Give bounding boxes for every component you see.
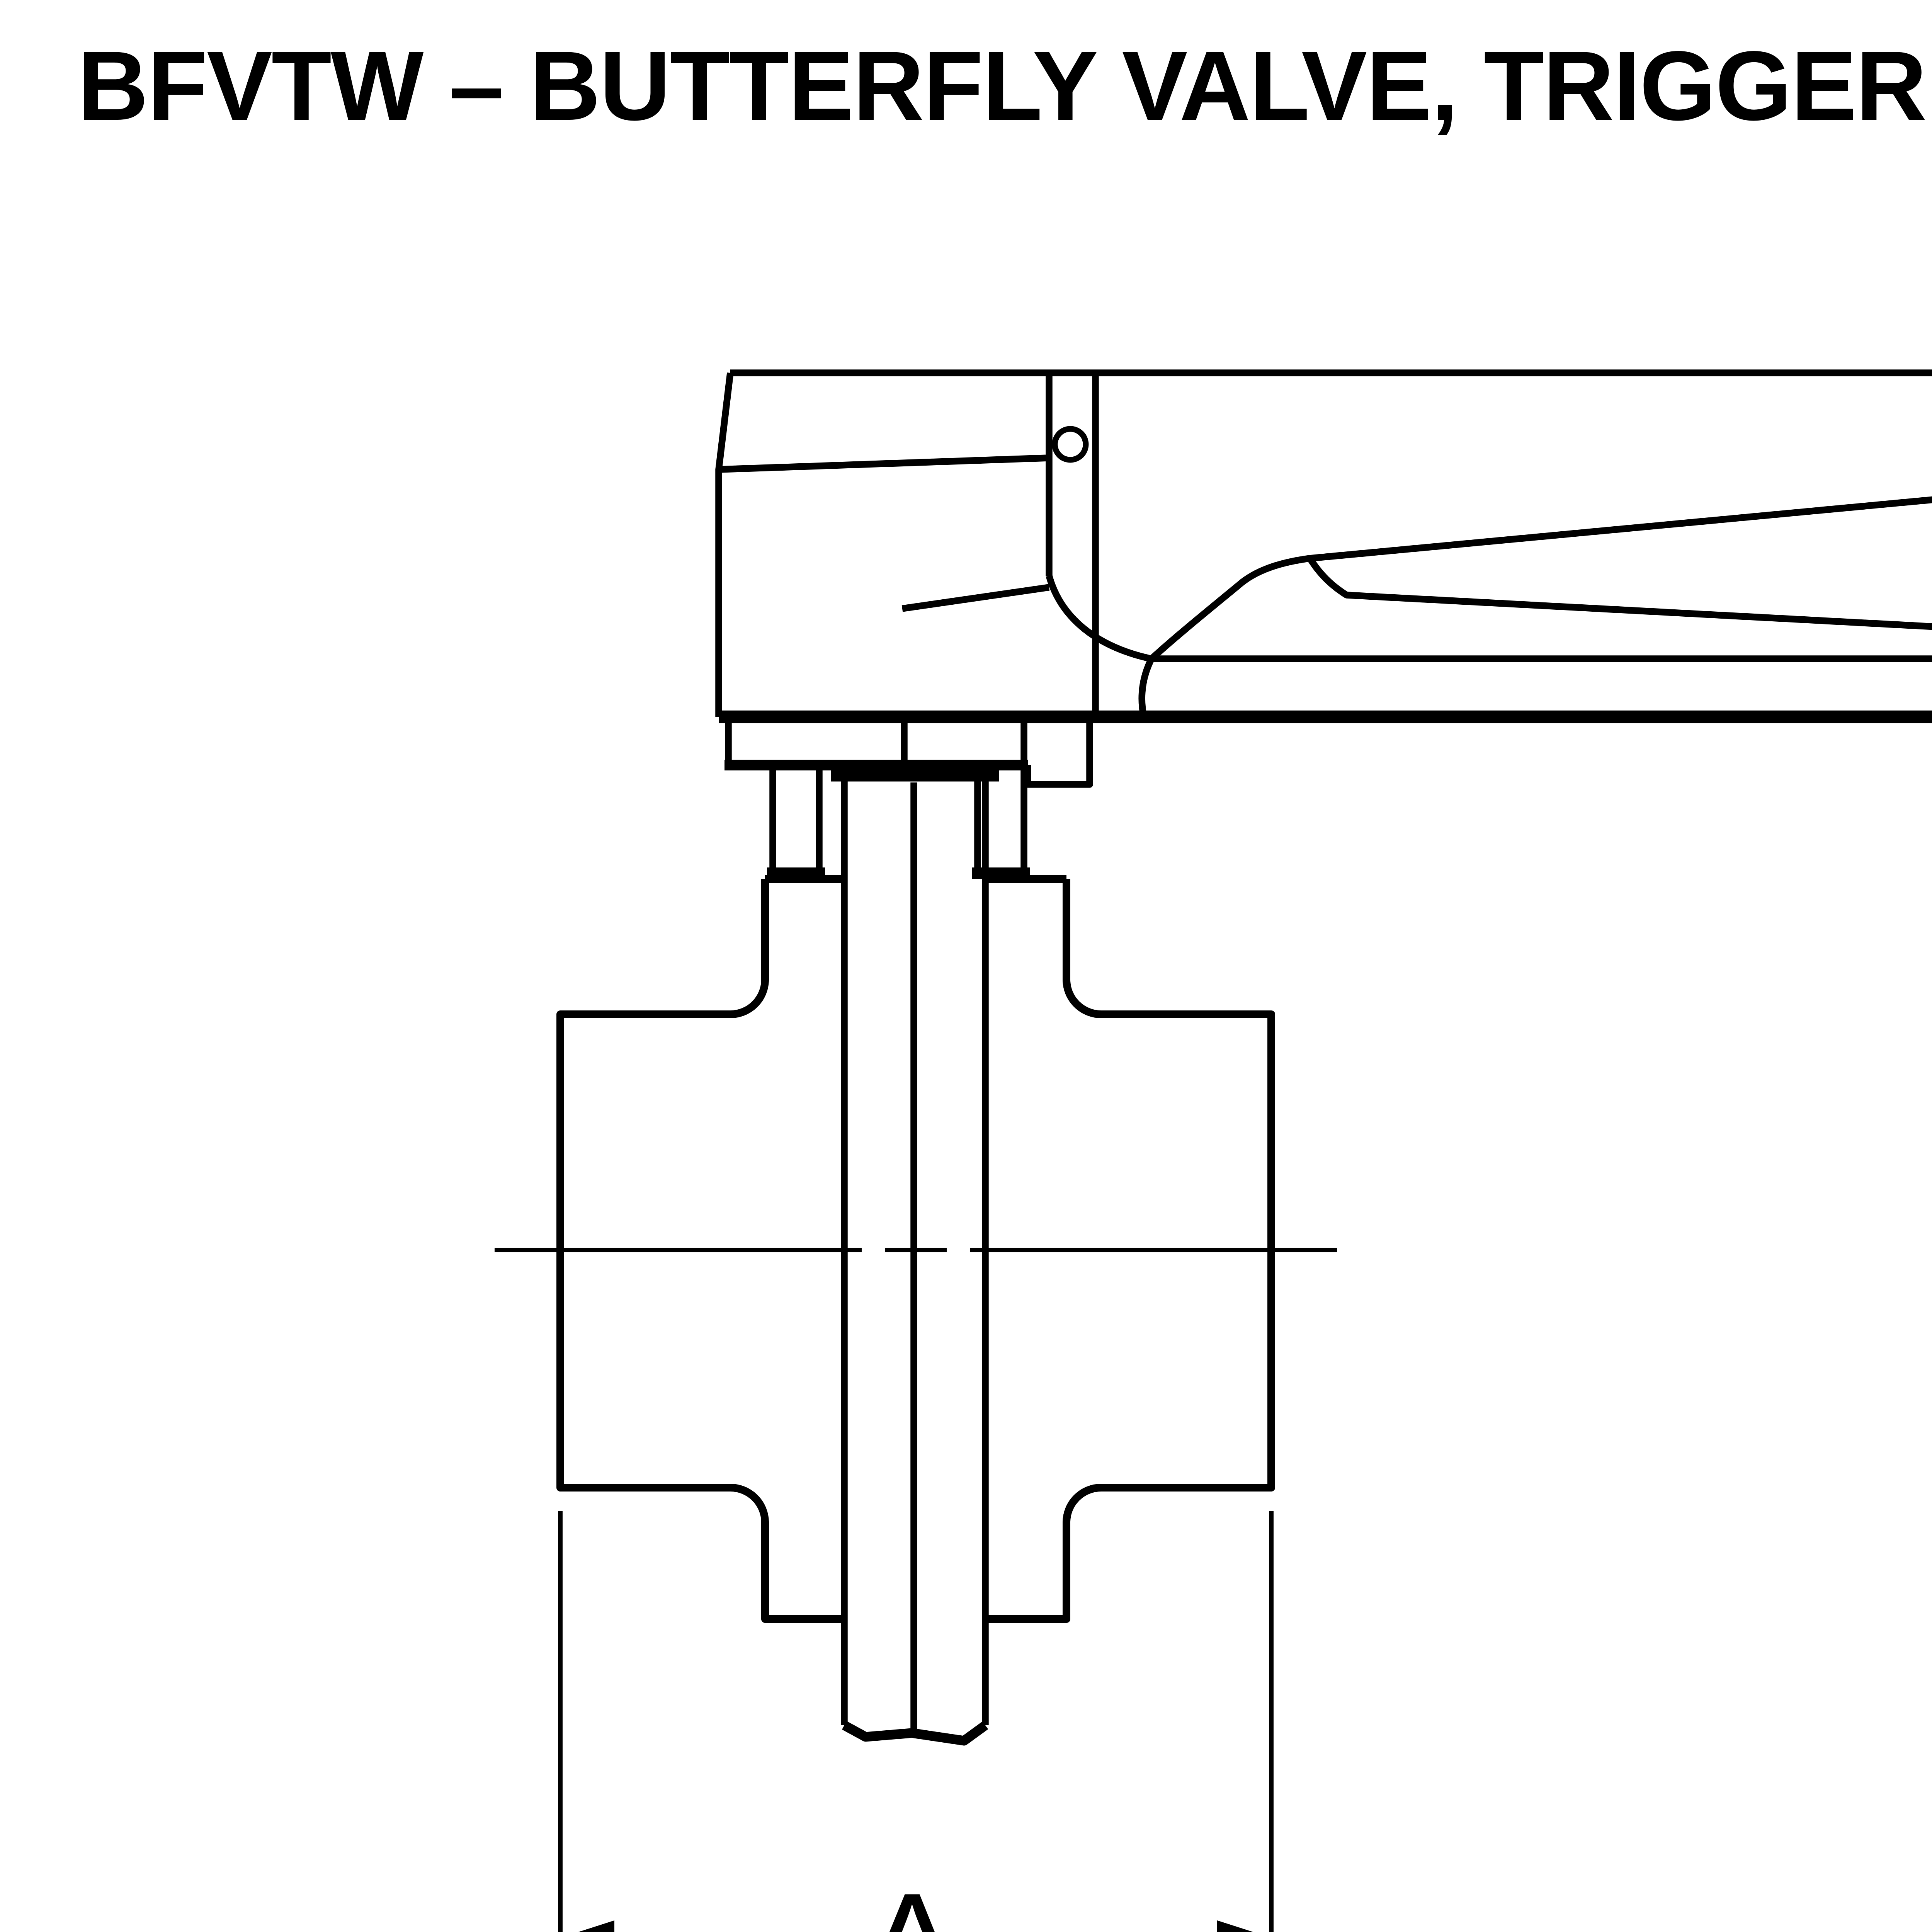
dimension-label: A bbox=[866, 1864, 959, 1932]
page-title: BFVTW – BUTTERFLY VALVE, TRIGGER HANDLE/… bbox=[77, 31, 1932, 141]
trigger-handle bbox=[718, 369, 1932, 723]
valve-stem bbox=[830, 768, 999, 1746]
valve-body bbox=[556, 875, 1275, 1623]
stem-posts bbox=[767, 765, 1030, 879]
pivot-pin bbox=[1052, 426, 1089, 463]
valve-head bbox=[715, 372, 1152, 717]
dimension-extension-lines bbox=[558, 1511, 1274, 1932]
